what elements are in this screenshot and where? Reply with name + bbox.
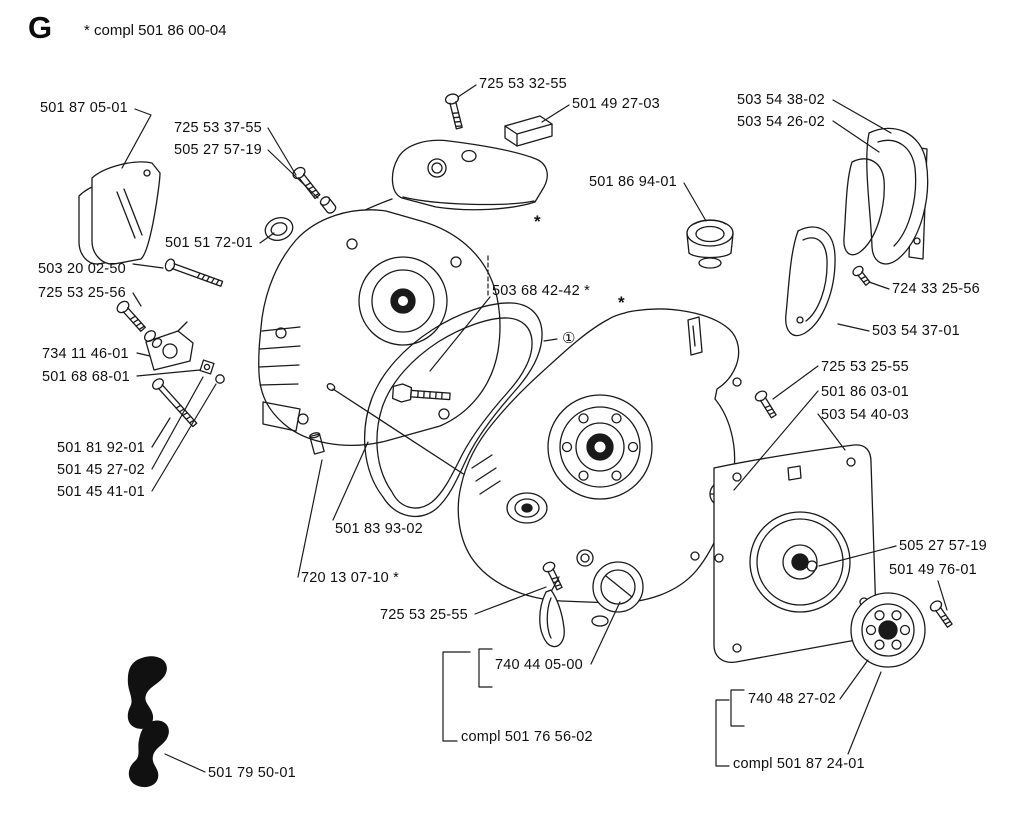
part-number-label: 503 20 02-50: [38, 261, 126, 277]
screws: [114, 92, 956, 630]
screw-right-case: [752, 388, 780, 421]
screw-washer-left: [114, 298, 149, 335]
part-number-label: 501 49 27-03: [572, 96, 660, 112]
screw-tank: [290, 164, 324, 202]
part-number-label: 501 83 93-02: [335, 521, 423, 537]
oil-cap: [686, 219, 734, 269]
clip-plate: [504, 115, 553, 147]
part-number-label: 725 53 25-55: [821, 359, 909, 375]
part-number-label: 501 68 68-01: [42, 369, 130, 385]
part-number-label: 501 81 92-01: [57, 440, 145, 456]
oil-pump: [539, 549, 644, 648]
part-number-label: 501 79 50-01: [208, 765, 296, 781]
part-number-label: 503 54 26-02: [737, 114, 825, 130]
group-brackets: [442, 648, 745, 767]
part-number-label: 503 54 40-03: [821, 407, 909, 423]
seal-ring: [264, 217, 294, 241]
part-number-label: 725 53 25-55: [380, 607, 468, 623]
part-number-label: 740 48 27-02: [748, 691, 836, 707]
sleeve: [319, 196, 337, 214]
part-number-label: 740 44 05-00: [495, 657, 583, 673]
crankcase-gasket: [364, 302, 543, 517]
header-note: * compl 501 86 00-04: [84, 22, 227, 39]
part-number-label: 725 53 37-55: [174, 120, 262, 136]
part-number-label: 725 53 25-56: [38, 285, 126, 301]
asterisk-marker: *: [618, 293, 625, 312]
chain-tensioner: [145, 321, 194, 371]
part-number-label: 725 53 32-55: [479, 76, 567, 92]
part-number-label: 501 45 27-02: [57, 462, 145, 478]
bar-plate: [78, 161, 161, 265]
part-number-label: compl 501 76 56-02: [461, 729, 593, 745]
screw-top: [443, 92, 467, 131]
part-number-label: 720 13 07-10 *: [301, 570, 399, 586]
bumper-spike: [127, 656, 169, 788]
part-number-label: 501 45 41-01: [57, 484, 145, 500]
clutch-drum: [850, 592, 926, 668]
chain-guard-inner: [785, 226, 836, 337]
part-number-label: 505 27 57-19: [174, 142, 262, 158]
long-screw: [326, 383, 469, 478]
part-number-label: 501 86 03-01: [821, 384, 909, 400]
hex-bolt: [391, 383, 451, 403]
part-number-label: 503 54 38-02: [737, 92, 825, 108]
part-number-label: 503 54 37-01: [872, 323, 960, 339]
part-number-label: 501 49 76-01: [889, 562, 977, 578]
position-1-marker: ①: [562, 330, 576, 347]
screw-guard: [850, 263, 873, 288]
part-number-label: 501 86 94-01: [589, 174, 677, 190]
part-number-label: compl 501 87 24-01: [733, 756, 865, 772]
part-number-label: 501 87 05-01: [40, 100, 128, 116]
part-number-label: 501 51 72-01: [165, 235, 253, 251]
section-letter: G: [28, 10, 53, 45]
screw-long-left: [163, 257, 225, 291]
washer: [215, 374, 225, 384]
tensioner-nut: [199, 359, 215, 375]
leader-lines: [121, 84, 948, 773]
chain-guard-outer: [843, 127, 929, 265]
left-crankcase: [258, 209, 501, 446]
part-number-label: 724 33 25-56: [892, 281, 980, 297]
clutch-cover: [713, 444, 877, 663]
screw-long-lower: [149, 376, 200, 430]
screw-cover: [927, 598, 956, 630]
part-number-label: 734 11 46-01: [42, 346, 129, 362]
part-number-label: 503 68 42-42 *: [492, 283, 590, 299]
asterisk-marker: *: [534, 212, 541, 231]
dowel-pin: [309, 432, 325, 455]
part-number-label: 505 27 57-19: [899, 538, 987, 554]
right-crankcase: [457, 308, 742, 604]
